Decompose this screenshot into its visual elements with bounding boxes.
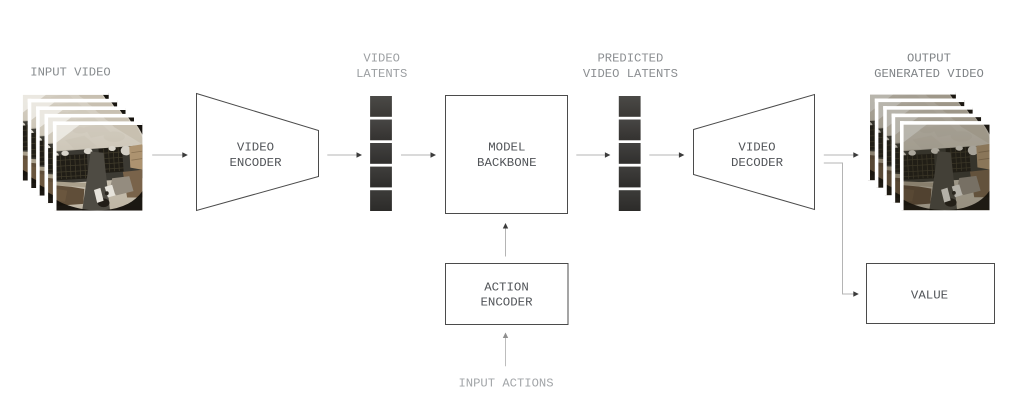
svg-text:INPUT ACTIONS: INPUT ACTIONS bbox=[458, 377, 553, 391]
svg-text:INPUT VIDEO: INPUT VIDEO bbox=[30, 66, 110, 80]
svg-text:PREDICTED: PREDICTED bbox=[597, 52, 663, 66]
svg-text:LATENTS: LATENTS bbox=[356, 67, 407, 81]
svg-text:OUTPUT: OUTPUT bbox=[907, 52, 951, 66]
svg-text:VIDEO: VIDEO bbox=[237, 141, 274, 155]
svg-text:ACTION: ACTION bbox=[484, 281, 529, 295]
svg-text:VIDEO LATENTS: VIDEO LATENTS bbox=[583, 67, 678, 81]
svg-text:VIDEO: VIDEO bbox=[363, 52, 400, 66]
svg-text:DECODER: DECODER bbox=[731, 156, 784, 170]
svg-text:ENCODER: ENCODER bbox=[480, 296, 533, 310]
svg-text:ENCODER: ENCODER bbox=[229, 156, 282, 170]
svg-text:VALUE: VALUE bbox=[911, 288, 948, 302]
svg-text:BACKBONE: BACKBONE bbox=[477, 156, 537, 170]
svg-text:GENERATED VIDEO: GENERATED VIDEO bbox=[874, 67, 984, 81]
svg-text:VIDEO: VIDEO bbox=[738, 141, 775, 155]
svg-text:MODEL: MODEL bbox=[488, 141, 525, 155]
